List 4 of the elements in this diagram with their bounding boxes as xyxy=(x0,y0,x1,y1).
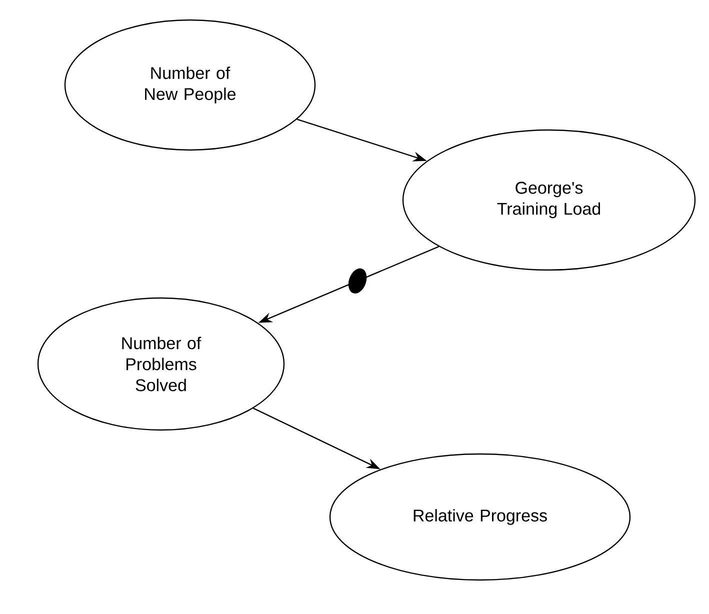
ellipse-node: Number of Problems Solved xyxy=(37,297,285,431)
ellipse-node: Number of New People xyxy=(64,19,316,151)
ellipse-node: George's Training Load xyxy=(402,129,696,271)
ellipse-node: Relative Progress xyxy=(329,453,631,581)
